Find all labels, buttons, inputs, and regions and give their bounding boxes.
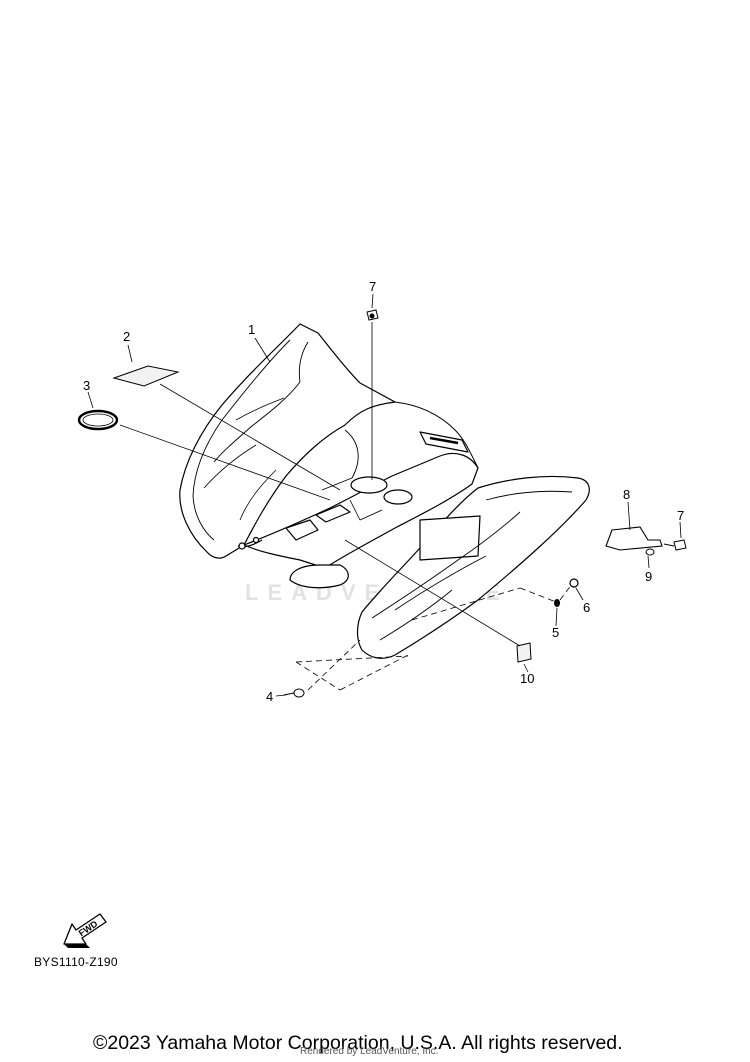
callout-9: 9: [645, 569, 652, 584]
callout-8: 8: [623, 487, 630, 502]
callout-3: 3: [83, 378, 90, 393]
diagram-code: BYS1110-Z190: [34, 955, 118, 969]
leader-lines: [87, 293, 682, 697]
part-8-bracket: [605, 526, 663, 551]
part-10-pad: [516, 642, 532, 663]
callout-4: 4: [266, 689, 273, 704]
callout-2: 2: [123, 329, 130, 344]
callout-1: 1: [248, 322, 255, 337]
part-9-collar: [645, 548, 655, 556]
callout-5: 5: [552, 625, 559, 640]
part-2-label: [112, 365, 180, 387]
callout-7-right: 7: [677, 508, 684, 523]
part-6-nut: [569, 578, 579, 588]
part-7-bolt-right: [663, 539, 687, 551]
part-4-screw: [283, 688, 305, 698]
callout-10: 10: [520, 671, 534, 686]
callout-6: 6: [583, 600, 590, 615]
rendered-by-notice: Rendered by LeadVenture, Inc.: [300, 1046, 439, 1057]
fwd-arrow-icon: FWD: [63, 913, 107, 948]
callout-7-top: 7: [369, 279, 376, 294]
part-3-ring: [77, 409, 119, 431]
rear-fender: [179, 323, 590, 659]
part-7-clip-top: [366, 309, 379, 321]
copyright-notice: ©2023 Yamaha Motor Corporation, U.S.A. A…: [93, 1032, 623, 1054]
part-5-nut: [554, 599, 560, 607]
